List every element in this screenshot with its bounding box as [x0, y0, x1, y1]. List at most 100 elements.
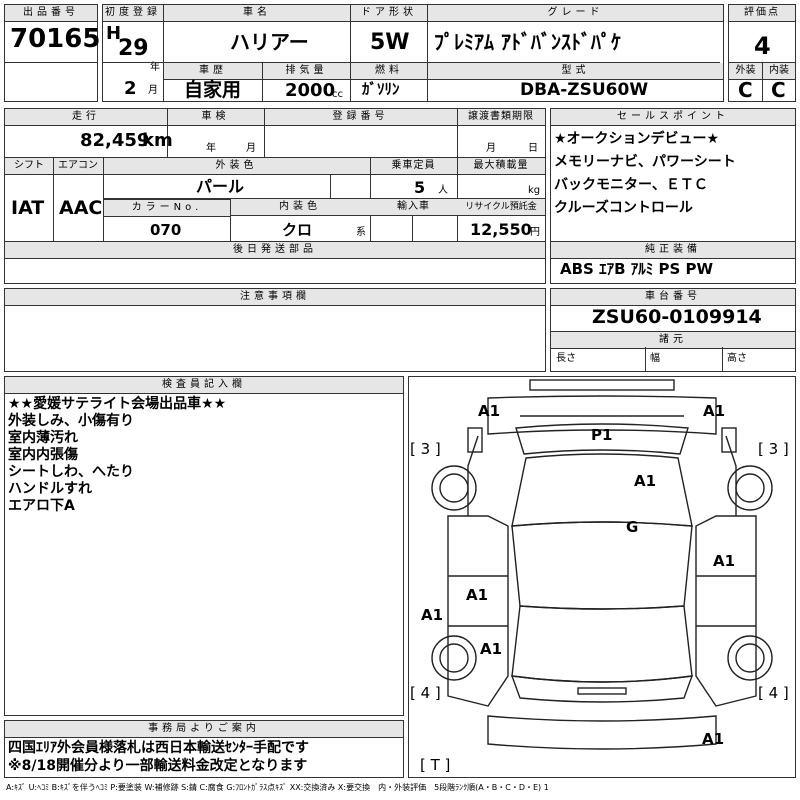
car-diagram: A1 A1 P1 A1 G A1 A1 A1 A1 A1 [ 3 ] [ 3 ]…: [410, 379, 789, 774]
inspector-label: 検査員記入欄: [5, 377, 403, 394]
model-name: ハリアー: [230, 30, 309, 54]
ext-grade: C: [738, 78, 753, 102]
fuel-value: ｶﾞｿﾘﾝ: [362, 80, 400, 98]
dims-label: 諸元: [551, 331, 795, 349]
tire-spare: [ T ]: [420, 756, 450, 774]
inspector-line: 室内内張傷: [8, 447, 78, 463]
damage-mark: A1: [421, 606, 443, 624]
color-no-label: カラーNo.: [104, 199, 230, 217]
inspector-box: [4, 376, 404, 716]
mileage-value: 82,459: [80, 130, 150, 151]
ac-label: エアコン: [53, 158, 103, 175]
sales-label: セールスポイント: [551, 109, 795, 126]
model-label: 車名: [164, 5, 350, 22]
damage-mark: A1: [466, 586, 488, 604]
interior-label: 内装色: [230, 199, 370, 216]
color-value: パール: [196, 177, 245, 196]
mileage-unit: km: [142, 130, 173, 151]
transfer-label: 譲渡書類期限: [457, 109, 545, 126]
detail-box: [4, 108, 546, 284]
inspector-line: ハンドルすれ: [8, 481, 92, 497]
era: H: [106, 23, 122, 44]
load-unit: kg: [528, 185, 541, 196]
capacity-unit: 人: [438, 185, 448, 196]
int-grade: C: [771, 78, 786, 102]
chassis-number: ZSU60-0109914: [592, 306, 762, 328]
inspector-line: 室内薄汚れ: [8, 430, 78, 446]
damage-mark: A1: [702, 730, 724, 748]
damage-mark: A1: [634, 472, 656, 490]
equipment-label: 純正装備: [551, 242, 795, 259]
damage-mark: A1: [713, 552, 735, 570]
damage-mark: P1: [591, 426, 612, 444]
inspector-line: ★★愛媛サテライト会場出品車★★: [8, 396, 227, 412]
door-value: 5W: [370, 30, 410, 55]
mileage-label: 走行: [5, 109, 167, 126]
ext-label: 外装: [729, 63, 762, 80]
transfer-day-unit: 日: [528, 143, 538, 154]
displacement-unit: cc: [332, 89, 343, 100]
shift-value: IAT: [11, 197, 45, 219]
tire-front-left: [ 3 ]: [410, 440, 441, 458]
recycle-value: 12,550: [470, 220, 532, 239]
damage-mark: A1: [480, 640, 502, 658]
sales-line: ★オークションデビュー★: [554, 131, 720, 147]
door-label: ドア形状: [351, 5, 427, 22]
office-box: [4, 720, 404, 778]
sales-line: バックモニター、ＥＴＣ: [554, 177, 708, 193]
inspector-line: 外装しみ、小傷有り: [8, 413, 134, 429]
month-unit: 月: [148, 85, 158, 96]
insp-year-unit: 年: [206, 143, 216, 154]
grade-value: ﾌﾟﾚﾐｱﾑ ｱﾄﾞﾊﾞﾝｽﾄﾞﾊﾟｹ: [434, 30, 621, 54]
reg-no-label: 登録番号: [264, 109, 457, 126]
office-label: 事務局よりご案内: [5, 721, 403, 738]
first-reg-year: 29: [118, 36, 149, 61]
legend: A:ｷｽﾞ U:ﾍｺﾐ B:ｷｽﾞを伴うﾍｺﾐ P:要塗装 W:補修跡 S:錆 …: [6, 783, 549, 792]
inspector-line: シートしわ、へたり: [8, 464, 134, 480]
interior-unit: 系: [356, 227, 366, 238]
grade-label: グレード: [428, 5, 723, 22]
insp-month-unit: 月: [246, 143, 256, 154]
damage-mark: G: [626, 518, 638, 536]
lot-box: [4, 4, 98, 102]
type-value: DBA-ZSU60W: [520, 80, 649, 100]
lot-number: 70165: [10, 24, 101, 54]
damage-mark: A1: [478, 402, 500, 420]
score-value: 4: [754, 32, 771, 60]
tire-rear-right: [ 4 ]: [758, 684, 789, 702]
sales-box: [550, 108, 796, 284]
notes-box: [4, 288, 546, 372]
type-label: 型式: [428, 63, 723, 80]
import-label: 輸入車: [370, 199, 457, 216]
dims-length: 長さ: [556, 353, 576, 364]
fuel-label: 燃料: [351, 63, 427, 80]
history-value: 自家用: [184, 79, 242, 101]
notes-label: 注意事項欄: [5, 289, 545, 306]
inspection-label: 車検: [167, 109, 264, 126]
first-reg-month: 2: [124, 78, 137, 99]
recycle-label: リサイクル預託金: [457, 199, 545, 216]
equipment-value: ABS ｴｱB ｱﾙﾐ PS PW: [560, 260, 714, 278]
dims-height: 高さ: [727, 353, 747, 364]
shift-label: シフト: [5, 158, 53, 175]
ac-value: AAC: [59, 197, 103, 219]
capacity-value: 5: [414, 178, 426, 197]
chassis-box: [550, 288, 796, 372]
inspector-line: エアロ下A: [8, 498, 75, 514]
damage-mark: A1: [703, 402, 725, 420]
load-label: 最大積載量: [457, 158, 545, 175]
displacement-value: 2000: [285, 80, 336, 101]
history-label: 車歴: [164, 63, 262, 80]
color-label: 外装色: [103, 158, 370, 175]
sales-line: メモリーナビ、パワーシート: [554, 154, 736, 170]
sales-line: クルーズコントロール: [554, 200, 693, 216]
tire-front-right: [ 3 ]: [758, 440, 789, 458]
displacement-label: 排気量: [263, 63, 350, 80]
lot-label: 出品番号: [5, 5, 97, 22]
chassis-label: 車台番号: [551, 289, 795, 306]
dims-width: 幅: [650, 353, 660, 364]
capacity-label: 乗車定員: [370, 158, 457, 175]
first-reg-label: 初度登録: [103, 5, 163, 22]
later-parts-label: 後日発送部品: [5, 242, 545, 259]
recycle-unit: 円: [530, 227, 540, 238]
